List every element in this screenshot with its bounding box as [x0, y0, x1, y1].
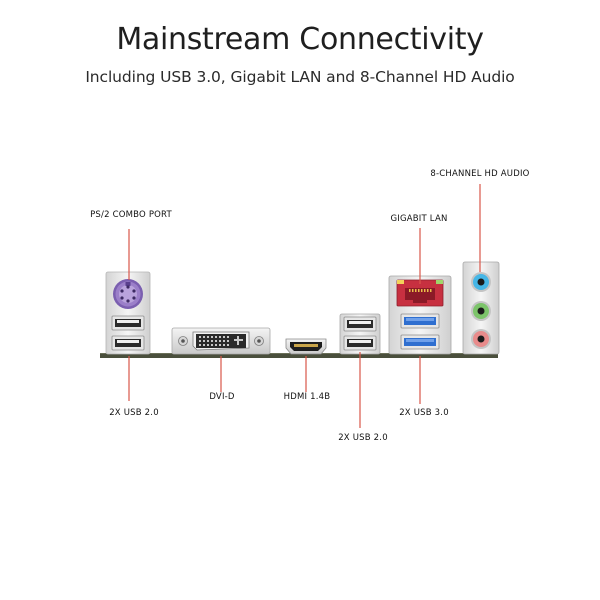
- usb2-middle-stack: [340, 314, 380, 354]
- label-8-channel-audio: 8-CHANNEL HD AUDIO: [430, 169, 529, 179]
- label-usb3: 2X USB 3.0: [399, 408, 449, 418]
- label-dvi-d: DVI-D: [209, 392, 234, 402]
- audio-jack-stack: [463, 262, 499, 354]
- usb2-middle-lower: [344, 336, 376, 350]
- usb2-middle-upper: [344, 317, 376, 331]
- usb2-port-upper: [112, 316, 144, 330]
- label-usb2-left: 2X USB 2.0: [109, 408, 159, 418]
- dvi-port: [172, 328, 270, 354]
- audio-jack-pink: [471, 329, 491, 349]
- label-gigabit-lan: GIGABIT LAN: [390, 214, 447, 224]
- label-ps2-combo-port: PS/2 COMBO PORT: [90, 210, 172, 220]
- usb3-port-upper: [401, 314, 439, 328]
- ps2-usb-stack: [106, 272, 150, 354]
- hdmi-port: [286, 339, 326, 354]
- ps2-port: [113, 279, 143, 309]
- label-hdmi: HDMI 1.4B: [284, 392, 331, 402]
- audio-jack-green: [471, 301, 491, 321]
- usb3-port-lower: [401, 335, 439, 349]
- audio-jack-blue: [471, 272, 491, 292]
- label-usb2-middle: 2X USB 2.0: [338, 433, 388, 443]
- lan-usb3-stack: [389, 276, 451, 354]
- usb2-port-lower: [112, 336, 144, 350]
